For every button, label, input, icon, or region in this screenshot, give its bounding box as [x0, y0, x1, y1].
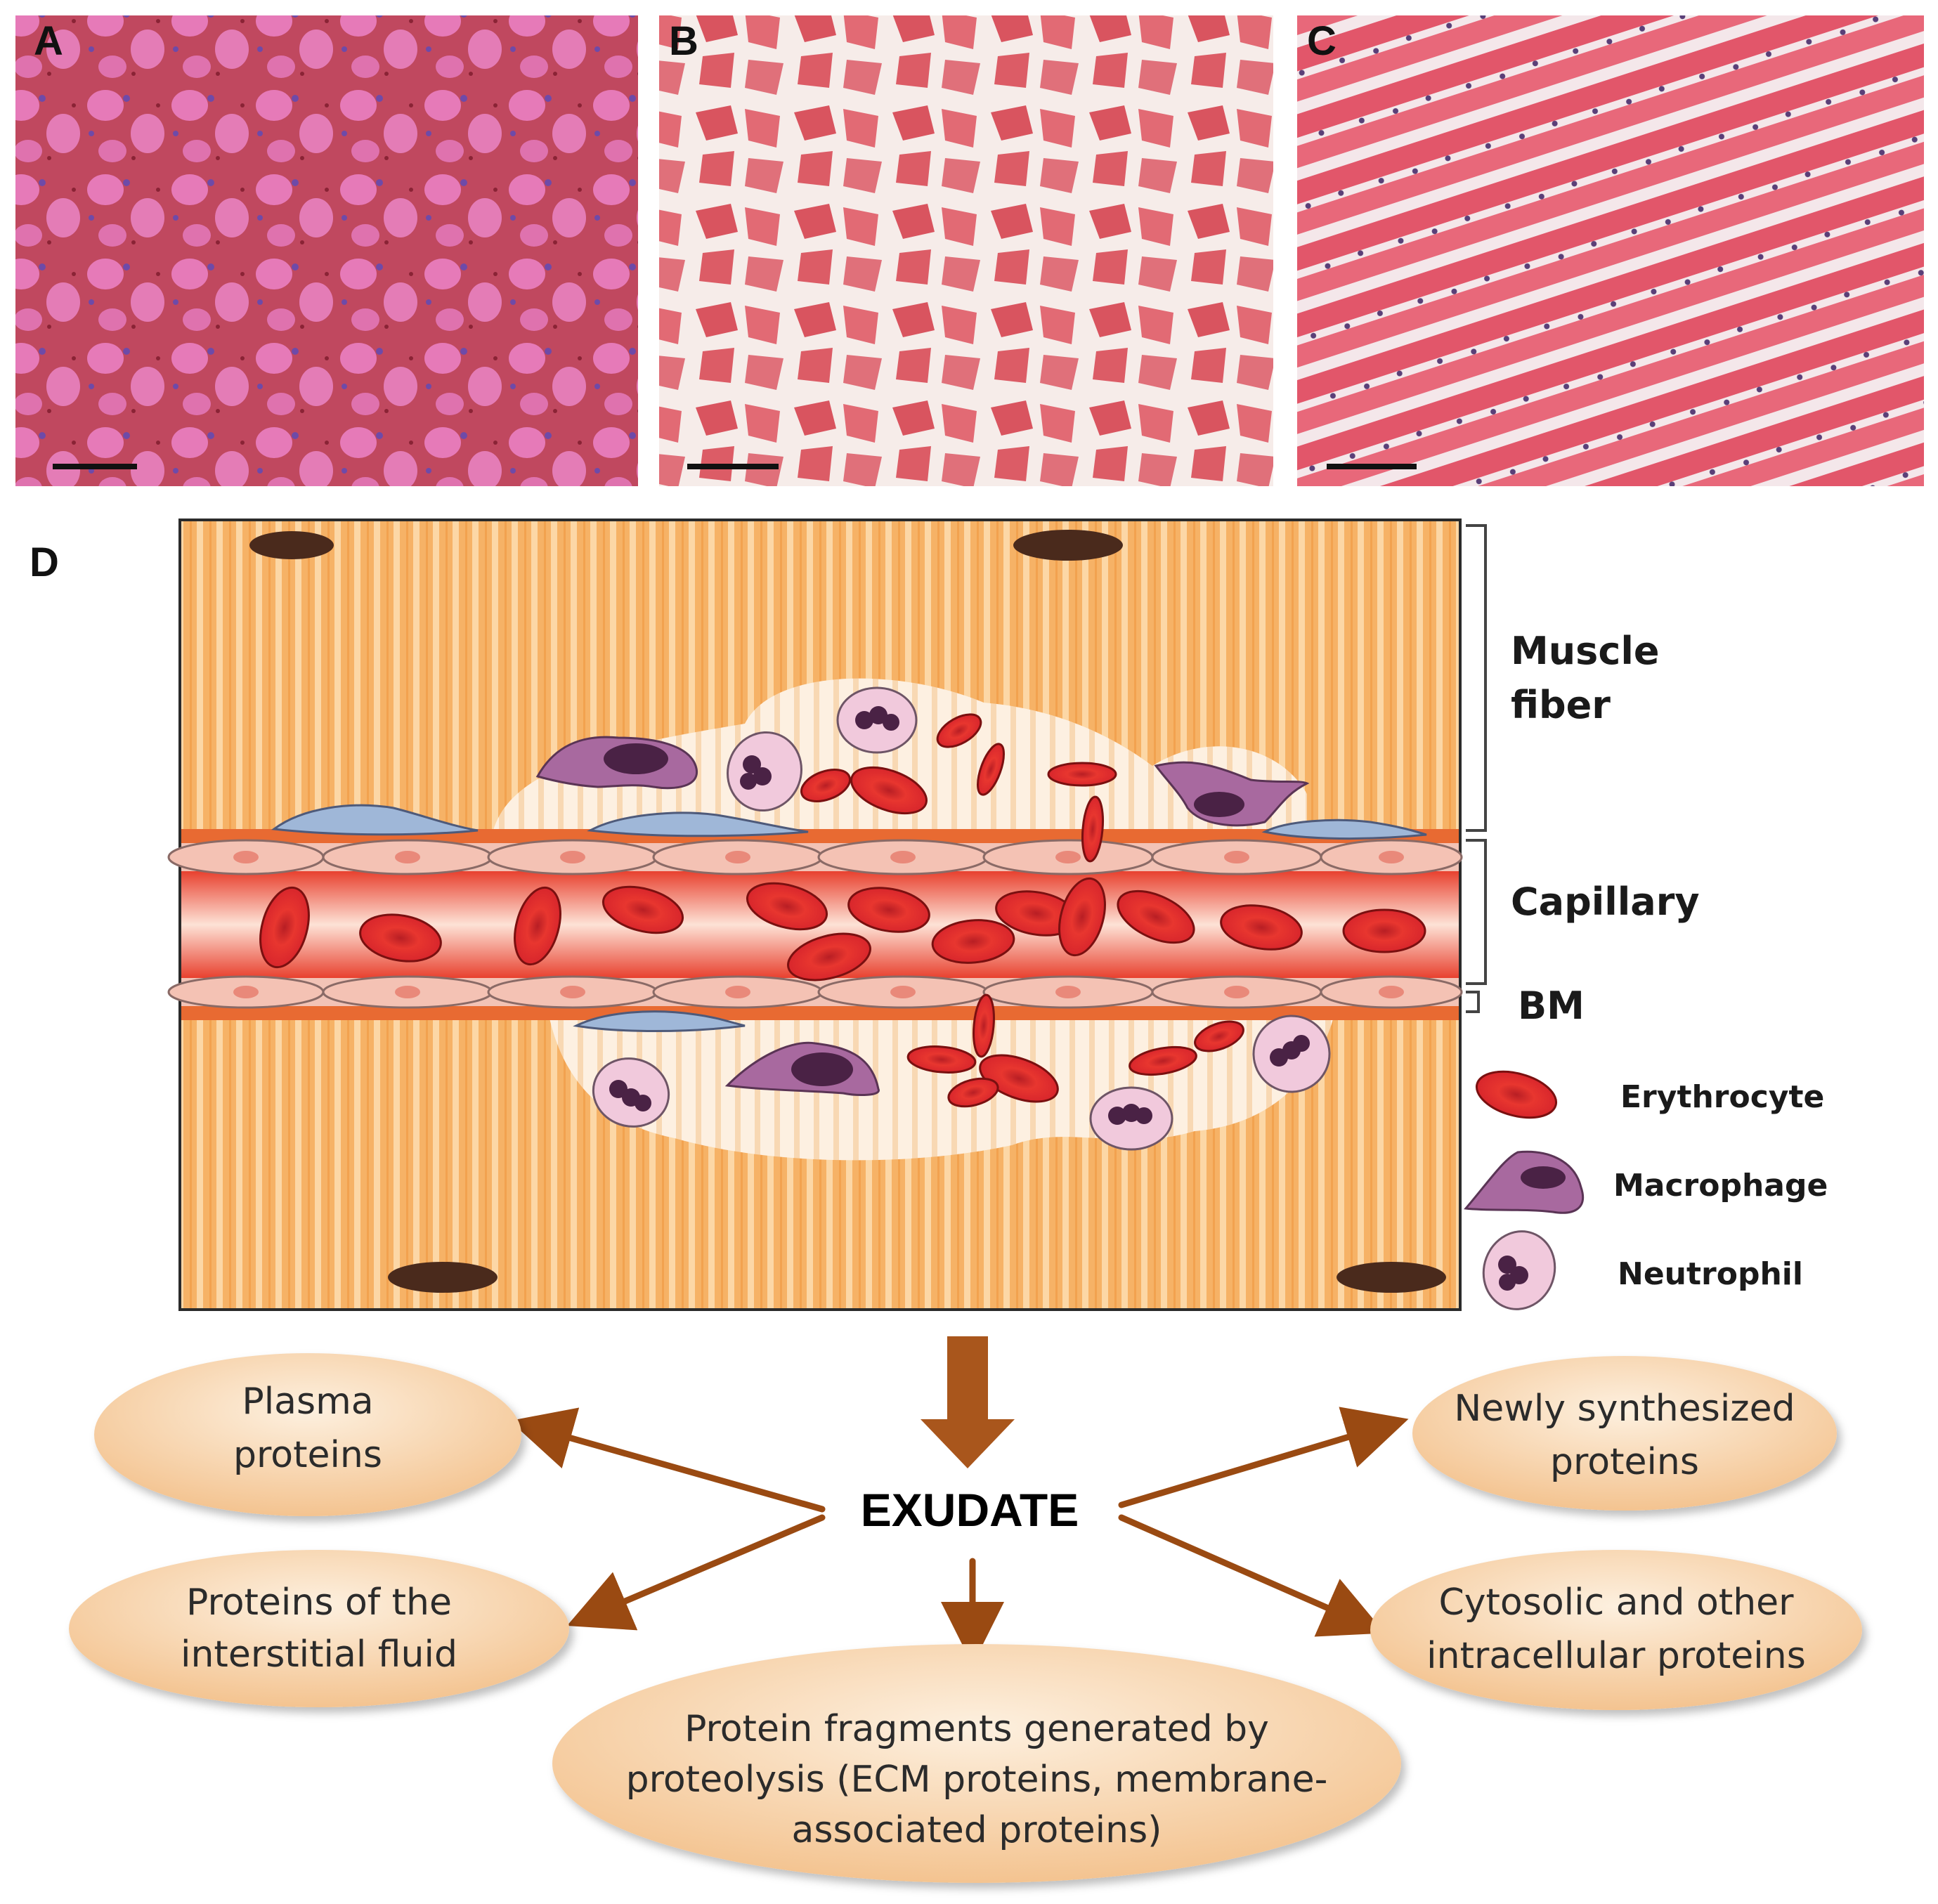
- down-arrow: [921, 1336, 1015, 1468]
- erythrocyte: [936, 713, 982, 748]
- schematic-muscle-tissue: [167, 519, 1463, 1311]
- legend-neutrophil-swatch: [1482, 1230, 1556, 1310]
- macrophage-nucleus: [604, 743, 668, 774]
- plasma-line2: proteins: [233, 1434, 382, 1476]
- erythrocyte: [1220, 904, 1303, 951]
- flow-arrows: [509, 1407, 1409, 1665]
- pericyte: [587, 811, 809, 837]
- neutrophil: [1252, 1015, 1331, 1093]
- erythrocyte: [847, 887, 930, 933]
- fragments-line1: Protein fragments generated by: [684, 1708, 1269, 1750]
- protein-sources: Plasma proteins Proteins of the intersti…: [69, 1353, 1862, 1883]
- erythrocyte-group: [259, 713, 1426, 1108]
- scale-bar-c: [1327, 464, 1417, 469]
- label-muscle-fiber-line2: fiber: [1511, 683, 1611, 727]
- fragments-line3: associated proteins): [792, 1809, 1162, 1851]
- myonucleus: [388, 1262, 497, 1293]
- scale-bar-b: [687, 464, 779, 469]
- panel-label-a: A: [34, 18, 63, 64]
- label-bm: BM: [1518, 984, 1585, 1028]
- cytosolic-line2: intracellular proteins: [1426, 1635, 1806, 1677]
- myonucleus: [1337, 1262, 1446, 1293]
- erythrocyte: [979, 1054, 1059, 1103]
- erythrocyte: [1058, 877, 1106, 957]
- micrograph-a: [15, 15, 638, 486]
- interstitial-line2: interstitial fluid: [181, 1634, 457, 1676]
- newly-line2: proteins: [1550, 1441, 1699, 1483]
- panel-label-c: C: [1307, 18, 1337, 64]
- injury-zone-upper: [492, 678, 1307, 843]
- arrow-to-newly: [1118, 1407, 1409, 1508]
- panel-c: C: [1297, 15, 1924, 486]
- erythrocyte: [1117, 889, 1195, 944]
- erythrocyte: [800, 769, 852, 802]
- erythrocyte: [1081, 795, 1105, 863]
- neutrophil-group: [592, 686, 1331, 1151]
- label-capillary: Capillary: [1511, 880, 1700, 924]
- erythrocyte: [1129, 1045, 1197, 1076]
- panel-a: A: [15, 15, 638, 486]
- macrophage-nucleus: [791, 1052, 853, 1086]
- erythrocyte: [787, 932, 871, 982]
- bracket-bm: [1466, 991, 1480, 1013]
- panel-b: B: [659, 15, 1273, 486]
- neutrophil: [836, 686, 918, 754]
- legend-macrophage-nucleus: [1521, 1166, 1566, 1189]
- erythrocyte: [514, 886, 561, 966]
- interstitial-line1: Proteins of the: [186, 1582, 452, 1624]
- legend: Erythrocyte Macrophage Neutrophil: [1464, 1070, 1828, 1310]
- erythrocyte: [977, 743, 1005, 796]
- erythrocyte: [1047, 762, 1117, 787]
- pericyte: [573, 1010, 746, 1032]
- legend-neutrophil-label: Neutrophil: [1618, 1256, 1803, 1292]
- label-muscle-fiber-line1: Muscle: [1511, 629, 1659, 673]
- macrophage-group: [535, 736, 1310, 1096]
- neutrophil: [727, 731, 802, 812]
- erythrocyte: [1342, 908, 1426, 953]
- arrow-to-cytosolic: [1118, 1514, 1385, 1637]
- legend-erythrocyte-swatch: [1475, 1070, 1558, 1119]
- erythrocyte: [601, 885, 684, 934]
- myonucleus: [1013, 530, 1123, 561]
- panel-label-b: B: [669, 18, 698, 64]
- oval-newly-synthesized: Newly synthesized proteins: [1412, 1356, 1837, 1511]
- neutrophil: [1089, 1086, 1173, 1151]
- bracket-muscle-fiber: [1466, 524, 1487, 832]
- erythrocyte: [947, 1077, 999, 1108]
- erythrocyte: [1194, 1020, 1244, 1052]
- panel-label-d: D: [30, 540, 59, 585]
- legend-erythrocyte-label: Erythrocyte: [1620, 1079, 1824, 1115]
- erythrocyte: [973, 993, 995, 1058]
- erythrocyte: [906, 1045, 977, 1074]
- micrograph-b: [659, 15, 1273, 486]
- oval-protein-fragments: Protein fragments generated by proteolys…: [552, 1644, 1401, 1883]
- legend-macrophage-label: Macrophage: [1613, 1168, 1828, 1204]
- neutrophil: [592, 1057, 670, 1128]
- fragments-line2: proteolysis (ECM proteins, membrane-: [626, 1759, 1328, 1801]
- erythrocyte: [259, 886, 310, 969]
- plasma-line1: Plasma: [242, 1381, 373, 1423]
- myonucleus: [249, 531, 334, 559]
- oval-plasma-proteins: Plasma proteins: [94, 1353, 521, 1516]
- oval-interstitial-proteins: Proteins of the interstitial fluid: [69, 1550, 569, 1707]
- erythrocyte: [359, 913, 442, 963]
- erythrocyte: [746, 882, 828, 931]
- oval-cytosolic-proteins: Cytosolic and other intracellular protei…: [1370, 1550, 1862, 1710]
- arrow-to-plasma: [509, 1407, 826, 1513]
- micrograph-c: [1297, 15, 1924, 486]
- pericyte: [1261, 819, 1427, 840]
- structure-labels: [1466, 524, 1487, 1013]
- bracket-capillary: [1466, 839, 1487, 985]
- macrophage-nucleus: [1194, 792, 1244, 817]
- erythrocyte: [850, 766, 928, 815]
- scale-bar-a: [53, 464, 137, 469]
- newly-line1: Newly synthesized: [1454, 1388, 1795, 1430]
- cytosolic-line1: Cytosolic and other: [1438, 1582, 1794, 1624]
- pericyte: [271, 804, 479, 836]
- erythrocyte: [931, 919, 1015, 964]
- arrow-to-interstitial: [566, 1514, 826, 1631]
- exudate-label: EXUDATE: [861, 1484, 1079, 1536]
